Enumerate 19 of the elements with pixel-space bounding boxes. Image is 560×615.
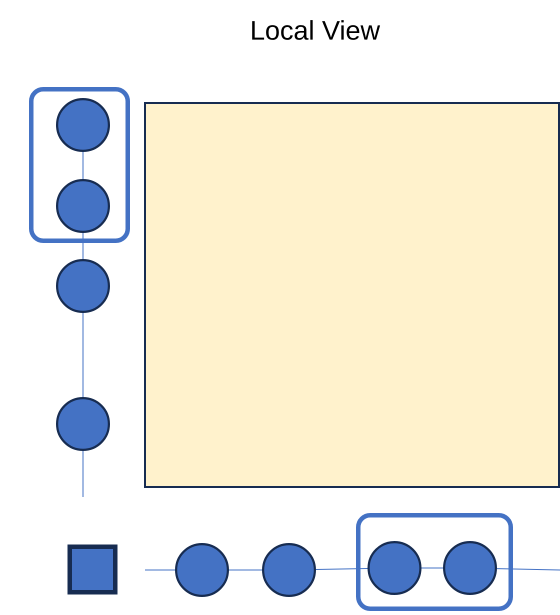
circle-node bbox=[56, 179, 110, 233]
connector-line bbox=[496, 568, 560, 570]
connector-line bbox=[82, 232, 84, 260]
circle-node bbox=[175, 543, 229, 597]
circle-node bbox=[368, 541, 422, 595]
connector-line bbox=[316, 568, 368, 570]
group-frame bbox=[356, 513, 513, 611]
circle-node bbox=[56, 98, 110, 152]
connector-line bbox=[82, 152, 84, 180]
circle-node bbox=[56, 397, 110, 451]
circle-node bbox=[443, 541, 497, 595]
square-node bbox=[68, 544, 118, 594]
circle-node bbox=[262, 543, 316, 597]
group-frame bbox=[29, 87, 130, 243]
connector-line bbox=[82, 450, 84, 498]
square-panel bbox=[144, 102, 560, 488]
title: Local View bbox=[252, 20, 380, 40]
connector-line bbox=[82, 312, 84, 398]
circle-node bbox=[56, 259, 110, 313]
